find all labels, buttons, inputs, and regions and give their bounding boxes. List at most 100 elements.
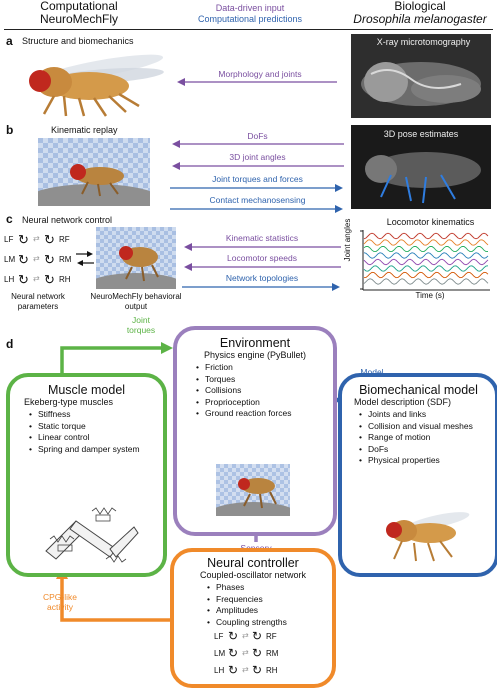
list-item: Friction	[196, 362, 333, 374]
arrow-contact-label: Contact mechanosensing	[209, 195, 306, 205]
osc-rm-icon: ↻	[44, 252, 55, 267]
panel-a-title: Structure and biomechanics	[22, 36, 134, 46]
arrow-kinstats	[184, 243, 341, 251]
oscillator-grid-d: LF ↻ ⇄ ↻ RF LM ↻ ⇄ ↻ RM LH ↻ ⇄ ↻ RH	[214, 629, 294, 684]
list-item: Stiffness	[29, 409, 163, 421]
environment-subtitle: Physics engine (PyBullet)	[203, 350, 307, 360]
header-divider	[4, 29, 493, 30]
biomech-subtitle: Model description (SDF)	[354, 397, 452, 407]
header-left-line1: Computational	[40, 0, 118, 13]
arrow-contact	[170, 205, 343, 213]
arrow-dofs	[172, 140, 344, 148]
coupling-icon: ⇄	[33, 234, 40, 243]
header-left-line2: NeuroMechFly	[39, 12, 119, 26]
cpg-line2: activity	[47, 602, 73, 612]
osc-rf-icon: ↻	[252, 629, 263, 643]
leg-lm: LM	[4, 255, 16, 264]
coupling-icon: ⇄	[33, 274, 40, 283]
arrow-joint-angles	[172, 162, 344, 170]
muscle-model-box: Muscle model Ekeberg-type muscles Stiffn…	[6, 373, 167, 577]
list-item: Torques	[196, 374, 333, 386]
kinematic-replay-image	[38, 138, 150, 206]
header-right-line1: Biological	[394, 0, 446, 13]
list-item: Proprioception	[196, 397, 333, 409]
panel-d-letter: d	[6, 337, 14, 351]
list-item: Collision and visual meshes	[359, 421, 495, 433]
muscle-list: Stiffness Static torque Linear control S…	[24, 409, 163, 455]
list-item: Frequencies	[207, 594, 332, 606]
panel-b-title: Kinematic replay	[51, 125, 118, 135]
kinematics-chart-xlabel: Time (s)	[415, 291, 445, 300]
arrow-speeds-label: Locomotor speeds	[227, 253, 297, 263]
arrow-topologies	[182, 283, 340, 291]
kinematic-trace	[363, 258, 489, 266]
leg-lh: LH	[4, 275, 15, 284]
kinematics-chart-ylabel: Joint angles	[343, 218, 352, 262]
kinematic-trace	[363, 239, 489, 246]
list-item: Physical properties	[359, 455, 495, 467]
header-left: Computational NeuroMechFly	[14, 0, 144, 26]
list-item: Joints and links	[359, 409, 495, 421]
leg-lh: LH	[214, 666, 225, 675]
arrow-to-output	[76, 251, 94, 266]
arrow-speeds	[184, 263, 341, 271]
kinematics-chart	[360, 230, 490, 291]
xray-label: X-ray microtomography	[376, 37, 471, 47]
list-item: Collisions	[196, 385, 333, 397]
osc-rf-icon: ↻	[44, 232, 55, 247]
xray-image: X-ray microtomography	[351, 34, 491, 118]
joint-torques-line1: Joint	[132, 315, 150, 325]
arrow-torques	[170, 184, 343, 192]
arrow-joint-angles-label: 3D joint angles	[229, 152, 286, 162]
leg-lf: LF	[214, 632, 224, 641]
behavioral-output-caption: NeuroMechFly behavioral output	[90, 292, 182, 311]
arrow-dofs-label: DoFs	[247, 131, 268, 141]
list-item: Static torque	[29, 421, 163, 433]
neural-params-caption: Neural network parameters	[11, 292, 65, 311]
arrow-morphology-label: Morphology and joints	[218, 69, 302, 79]
kinematic-trace	[363, 232, 489, 240]
list-item: Ground reaction forces	[196, 408, 333, 420]
pose-estimates-image: 3D pose estimates	[351, 125, 491, 209]
neural-list: Phases Frequencies Amplitudes Coupling s…	[202, 582, 332, 628]
arrow-torques-label: Joint torques and forces	[212, 174, 303, 184]
kinematic-trace	[363, 265, 489, 272]
osc-rm-icon: ↻	[252, 646, 263, 660]
biomech-list: Joints and links Collision and visual me…	[354, 409, 495, 467]
osc-lm-icon: ↻	[18, 252, 29, 267]
fly-model-d	[386, 512, 470, 562]
header-right: Biological Drosophila melanogaster	[345, 0, 495, 26]
osc-lh-icon: ↻	[18, 272, 29, 287]
header-mid-line2: Computational predictions	[197, 14, 303, 24]
osc-lh-icon: ↻	[228, 663, 239, 677]
behavioral-output-image	[96, 227, 176, 289]
neural-controller-box: Neural controller Coupled-oscillator net…	[170, 548, 336, 688]
arrow-kinstats-label: Kinematic statistics	[225, 233, 299, 243]
osc-lf-icon: ↻	[18, 232, 29, 247]
environment-list: Friction Torques Collisions Propriocepti…	[191, 362, 333, 420]
arrow-topologies-label: Network topologies	[225, 273, 299, 283]
list-item: DoFs	[359, 444, 495, 456]
leg-rm: RM	[59, 255, 72, 264]
osc-lf-icon: ↻	[228, 629, 239, 643]
leg-rf: RF	[59, 235, 70, 244]
environment-title: Environment	[219, 336, 291, 350]
coupling-icon: ⇄	[242, 665, 249, 674]
cpg-line1: CPG-like	[42, 592, 77, 602]
model-desc-line1: Model	[360, 367, 384, 377]
list-item: Coupling strengths	[207, 617, 332, 629]
list-item: Spring and damper system	[29, 444, 163, 456]
spring-damper-diagram	[45, 507, 139, 563]
coupling-icon: ⇄	[242, 631, 249, 640]
coupling-icon: ⇄	[242, 648, 249, 657]
kinematics-chart-title: Locomotor kinematics	[386, 217, 475, 227]
leg-lf: LF	[4, 235, 14, 244]
osc-lm-icon: ↻	[228, 646, 239, 660]
arrow-morphology	[177, 78, 337, 86]
neural-subtitle: Coupled-oscillator network	[199, 570, 307, 580]
muscle-subtitle: Ekeberg-type muscles	[24, 397, 114, 407]
leg-rh: RH	[59, 275, 71, 284]
joint-torques-label: Joint torques	[116, 315, 166, 335]
leg-rf: RF	[266, 632, 277, 641]
fly-model-a	[29, 54, 164, 117]
